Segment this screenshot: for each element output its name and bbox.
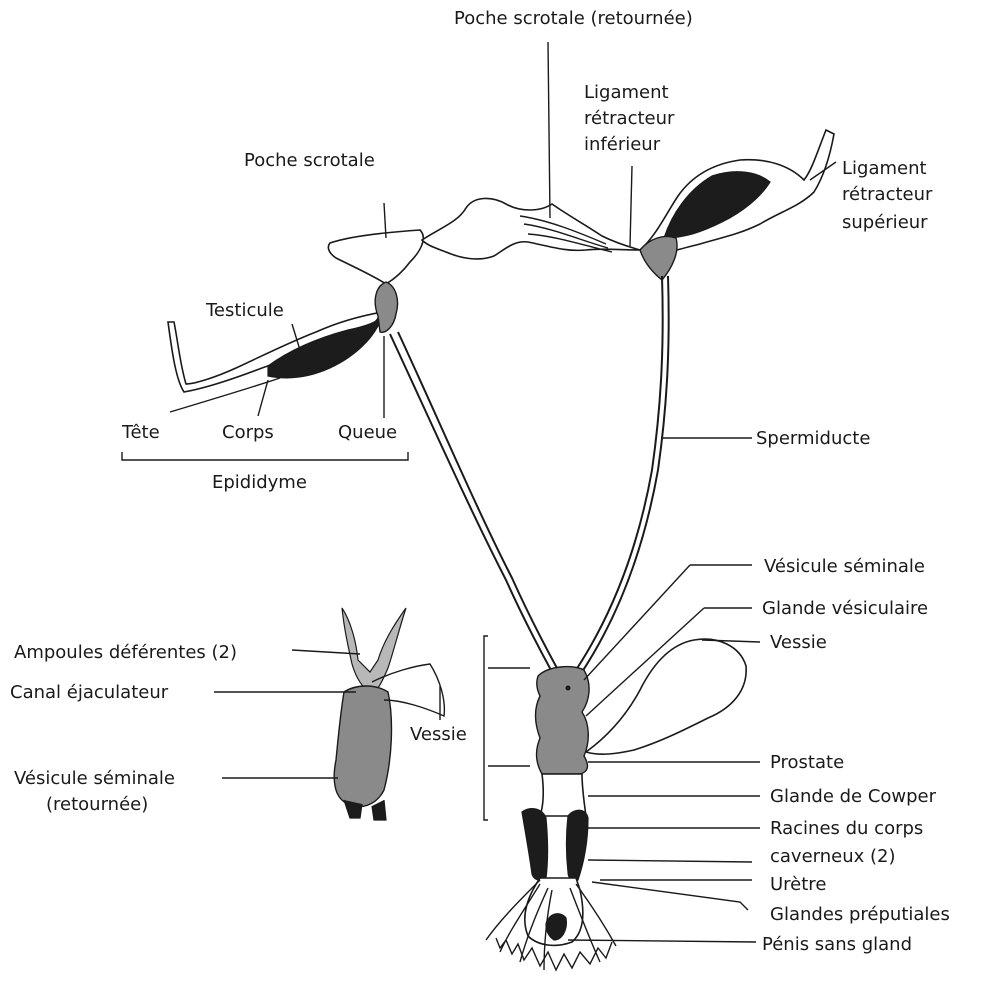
epididymis-tail: [375, 282, 397, 332]
label-penis: Pénis sans gland: [762, 934, 912, 955]
label-vessie-inset: Vessie: [410, 724, 467, 745]
label-ligament-inferieur-3: inférieur: [584, 134, 661, 155]
label-prostate: Prostate: [770, 752, 844, 773]
label-testicule: Testicule: [205, 300, 284, 321]
cavernous-root-left: [522, 809, 548, 880]
spermiduct-right: [576, 276, 663, 670]
inferior-ligament-grey: [640, 237, 677, 281]
left-scrotal-pouch: [328, 230, 423, 284]
spermiduct-left-inner: [398, 332, 558, 670]
label-glandes-preputiales: Glandes préputiales: [770, 904, 950, 925]
spermiduct-right-inner: [582, 276, 669, 672]
label-vesicule-seminale-retournee-1: Vésicule séminale: [14, 768, 175, 789]
label-tete: Tête: [121, 422, 160, 443]
inset-vesicle: [334, 686, 391, 807]
cavernous-root-right: [567, 810, 589, 880]
label-spermiducte: Spermiducte: [756, 428, 870, 449]
label-vesicule-seminale-retournee-2: (retournée): [46, 794, 148, 815]
label-corps: Corps: [222, 422, 274, 443]
label-glande-vesiculaire: Glande vésiculaire: [762, 598, 928, 619]
label-racines-2: caverneux (2): [770, 846, 896, 867]
label-ligament-superieur-3: supérieur: [842, 212, 928, 233]
label-poche-scrotale-retournee: Poche scrotale (retournée): [454, 8, 693, 29]
label-vesicule-seminale: Vésicule séminale: [764, 556, 925, 577]
label-ligament-inferieur-1: Ligament: [584, 82, 669, 103]
label-canal-ejaculateur: Canal éjaculateur: [10, 682, 169, 703]
label-ligament-superieur-1: Ligament: [842, 158, 927, 179]
label-vessie: Vessie: [770, 632, 827, 653]
inverted-scrotal-pouch: [422, 198, 640, 259]
label-ampoules-deferentes: Ampoules déférentes (2): [14, 642, 237, 663]
label-uretre: Urètre: [770, 874, 826, 895]
label-poche-scrotale: Poche scrotale: [244, 150, 375, 171]
label-racines-1: Racines du corps: [770, 818, 923, 839]
label-epididyme: Epididyme: [212, 472, 307, 493]
seminal-vesicle-dot: [566, 686, 571, 691]
spermiduct-left: [390, 334, 552, 672]
label-queue: Queue: [338, 422, 397, 443]
seminal-vesicle-block: [536, 667, 590, 774]
bladder: [586, 639, 746, 754]
label-ligament-superieur-2: rétracteur: [842, 184, 933, 205]
label-glande-cowper: Glande de Cowper: [770, 786, 937, 807]
label-ligament-inferieur-2: rétracteur: [584, 108, 675, 129]
